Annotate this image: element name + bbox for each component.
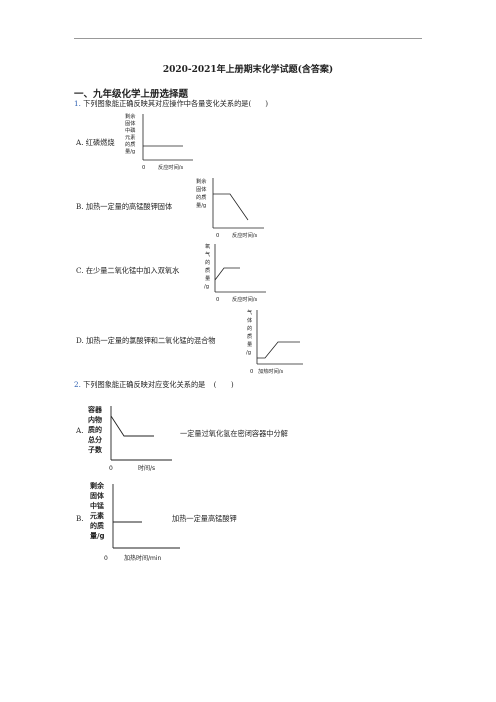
q2-option-b-text: 加热一定量高锰酸钾	[172, 514, 237, 523]
y-axis-label: 的	[247, 324, 252, 332]
y-axis-label: 气	[205, 250, 210, 258]
y-axis-label: 元素	[90, 511, 104, 520]
option-text: 红磷燃烧	[85, 138, 115, 147]
question-1-paren: )	[265, 99, 269, 108]
question-2: 2. 下列图象能正确反映对应变化关系的是 ( )	[74, 380, 234, 390]
x-axis-label: 加热时间/min	[124, 554, 162, 562]
question-2-text: 下列图象能正确反映对应变化关系的是	[83, 380, 206, 389]
q2-option-b-label: B.	[76, 514, 84, 523]
y-axis-label: 的质	[90, 521, 104, 530]
q1-option-a: A. 红磷燃烧	[76, 138, 115, 148]
option-label: B.	[76, 202, 84, 211]
option-text: 在少量二氧化锰中加入双氧水	[85, 266, 180, 275]
y-axis-label: 容器	[87, 405, 103, 414]
x-axis-label: 反应时间/s	[232, 295, 257, 303]
option-text: 加热一定量的氯酸钾和二氧化锰的混合物	[86, 336, 216, 345]
data-line	[214, 267, 240, 281]
data-line	[110, 415, 154, 437]
y-axis-label: 质的	[88, 425, 102, 434]
q1-option-b: B. 加热一定量的高锰酸钾固体	[76, 202, 172, 212]
y-axis-label: 量/g	[125, 148, 135, 155]
option-label: A.	[76, 138, 84, 147]
q1-d-graph: 气 体 的 质 量 /g 0 加热时间/s	[246, 308, 303, 375]
q1-a-graph: 剩余 固体 中磷 元素 的质 量/g 0 反应时间/s	[125, 112, 193, 171]
y-axis-label: 固体	[125, 119, 136, 127]
y-axis-label: 的	[205, 258, 210, 266]
q1-option-d: D. 加热一定量的氯酸钾和二氧化锰的混合物	[76, 336, 215, 346]
y-axis-label: 剩余	[196, 177, 207, 185]
y-axis-label: 氧	[205, 242, 210, 250]
question-2-number: 2.	[74, 380, 81, 389]
y-axis-label: 量	[247, 341, 252, 348]
q2-option-a-label: A.	[76, 426, 84, 435]
origin-label: 0	[216, 233, 219, 239]
question-1: 1. 下列图象能正确反映其对应操作中各量变化关系的是()	[74, 99, 268, 109]
y-axis-label: 量/g	[90, 531, 105, 540]
q1-c-graph: 氧 气 的 质 量 /g 0 反应时间/s	[204, 242, 266, 303]
origin-label: 0	[216, 297, 219, 303]
origin-label: 0	[109, 465, 113, 472]
data-line	[257, 341, 300, 359]
question-2-paren: ( )	[213, 380, 234, 389]
y-axis-label: 气	[247, 308, 252, 316]
y-axis-label: 剩余	[90, 481, 105, 490]
x-axis-label: 时间/s	[138, 464, 155, 472]
x-axis-label: 加热时间/s	[258, 367, 283, 375]
x-axis-label: 反应时间/s	[232, 231, 257, 239]
y-axis-label: 内物	[88, 415, 102, 424]
y-axis-label: 固体	[196, 185, 207, 193]
y-axis-label: 中锰	[90, 501, 104, 510]
x-axis-label: 反应时间/s	[158, 163, 183, 171]
origin-label: 0	[250, 369, 253, 375]
y-axis-label: 中磷	[125, 126, 135, 134]
question-1-text: 下列图象能正确反映其对应操作中各量变化关系的是(	[83, 99, 252, 108]
q2-b-graph: 剩余 固体 中锰 元素 的质 量/g 0 加热时间/min	[90, 481, 180, 562]
y-axis-label: 量	[205, 275, 210, 282]
y-axis-label: 的质	[196, 193, 206, 201]
y-axis-label: 固体	[90, 491, 105, 500]
option-label: D.	[76, 336, 84, 345]
q1-b-graph: 剩余 固体 的质 量/g 0 反应时间/s	[196, 177, 264, 239]
origin-label: 0	[104, 555, 108, 562]
origin-label: 0	[142, 165, 145, 171]
option-label: C.	[76, 266, 84, 275]
data-line	[213, 193, 249, 221]
question-1-number: 1.	[74, 99, 81, 108]
q1-option-c: C. 在少量二氧化锰中加入双氧水	[76, 266, 179, 276]
y-axis-label: 量/g	[196, 202, 206, 209]
y-axis-label: 总分	[88, 435, 102, 444]
y-axis-label: /g	[204, 284, 209, 290]
page-title: 2020-2021年上册期末化学试题(含答案)	[162, 65, 334, 75]
section-heading: 一、九年级化学上册选择题	[74, 89, 189, 100]
y-axis-label: 体	[247, 316, 253, 324]
y-axis-label: /g	[246, 350, 251, 356]
y-axis-label: 剩余	[125, 112, 136, 120]
y-axis-label: 元素	[125, 133, 135, 141]
q2-a-graph: 容器 内物 质的 总分 子数 0 时间/s	[87, 405, 172, 472]
q2-option-a-text: 一定量过氧化氢在密闭容器中分解	[180, 429, 288, 438]
header-rule	[74, 38, 422, 39]
y-axis-label: 的质	[125, 140, 135, 148]
y-axis-label: 质	[247, 332, 252, 340]
option-text: 加热一定量的高锰酸钾固体	[85, 202, 173, 211]
y-axis-label: 子数	[88, 445, 103, 454]
y-axis-label: 质	[205, 266, 210, 274]
